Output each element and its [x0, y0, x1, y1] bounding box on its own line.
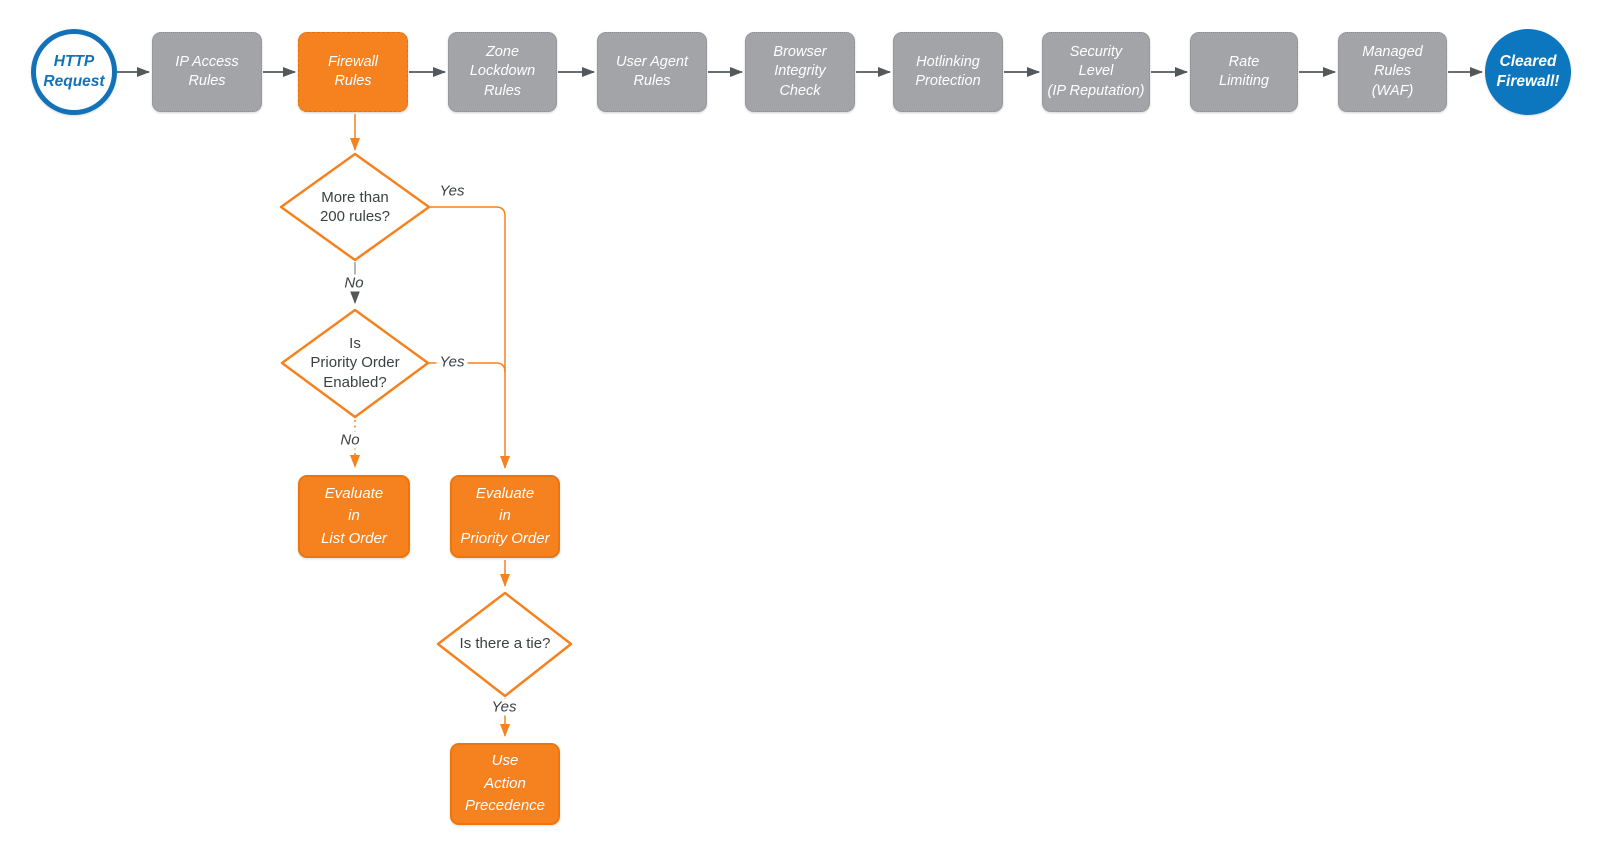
action-use-action-precedence: Use Action Precedence [450, 743, 560, 825]
start-node-http-request: HTTP Request [31, 29, 117, 115]
decision-priority-order-enabled-shape [280, 308, 430, 419]
stage-ip-access-rules: IP Access Rules [152, 32, 262, 112]
stage-security-level: Security Level (IP Reputation) [1042, 32, 1150, 112]
stage-zone-lockdown-rules: Zone Lockdown Rules [448, 32, 557, 112]
edge-label-decision1-yes: Yes [436, 182, 468, 200]
edge-label-decision2-no: No [337, 431, 363, 449]
stage-hotlinking-protection: Hotlinking Protection [893, 32, 1003, 112]
stage-managed-rules-waf: Managed Rules (WAF) [1338, 32, 1447, 112]
decision-is-there-a-tie-shape [436, 591, 573, 698]
decision-more-than-200-rules-shape [279, 152, 431, 262]
stage-user-agent-rules: User Agent Rules [597, 32, 707, 112]
stage-firewall-rules: Firewall Rules [298, 32, 408, 112]
stage-rate-limiting: Rate Limiting [1190, 32, 1298, 112]
edge-decision1-yes [430, 206, 510, 469]
decision-more-than-200-rules-label: More than 200 rules? [319, 188, 391, 226]
stage-browser-integrity-check: Browser Integrity Check [745, 32, 855, 112]
action-evaluate-in-list-order: Evaluate in List Order [298, 475, 410, 558]
edge-label-decision2-yes: Yes [436, 353, 468, 371]
edge-label-decision3-yes: Yes [488, 698, 520, 716]
edge-label-decision1-no: No [341, 274, 367, 292]
end-node-cleared-firewall: Cleared Firewall! [1485, 29, 1571, 115]
edge-decision2-yes [428, 362, 506, 373]
decision-priority-order-enabled-label: Is Priority Order Enabled? [310, 334, 400, 391]
action-evaluate-in-priority-order: Evaluate in Priority Order [450, 475, 560, 558]
decision-is-there-a-tie-label: Is there a tie? [459, 635, 551, 653]
